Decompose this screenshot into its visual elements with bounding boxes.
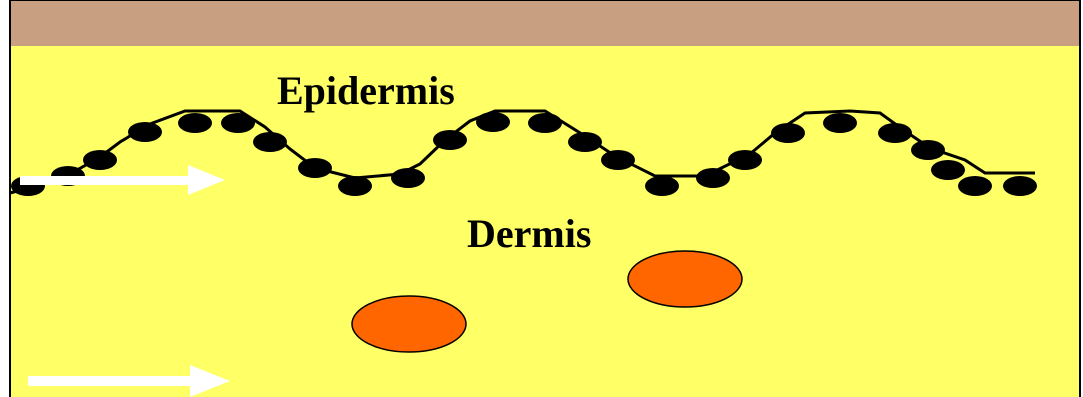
basal-cell (221, 113, 255, 133)
basal-cell (958, 176, 992, 196)
epidermis-label: Epidermis (277, 68, 455, 113)
basal-cell (696, 168, 730, 188)
basal-cell (601, 150, 635, 170)
basal-cell (823, 113, 857, 133)
basal-cell (83, 150, 117, 170)
surface-layer (10, 0, 1080, 46)
basal-cell (528, 113, 562, 133)
basal-cell (128, 122, 162, 142)
basal-cell (728, 150, 762, 170)
basal-cell (253, 132, 287, 152)
basal-cell (338, 176, 372, 196)
basal-cell (931, 160, 965, 180)
basal-cell (178, 113, 212, 133)
orange-oval-left (352, 296, 466, 352)
basal-cell (771, 123, 805, 143)
basal-cell (645, 176, 679, 196)
basal-cell (1003, 176, 1037, 196)
basal-cell (911, 140, 945, 160)
basal-cell (878, 123, 912, 143)
basal-cell (568, 132, 602, 152)
basal-cell (298, 158, 332, 178)
orange-oval-right (628, 251, 742, 307)
basal-cell (433, 130, 467, 150)
basal-cell (476, 112, 510, 132)
basal-cell (391, 168, 425, 188)
dermis-label: Dermis (467, 211, 591, 256)
